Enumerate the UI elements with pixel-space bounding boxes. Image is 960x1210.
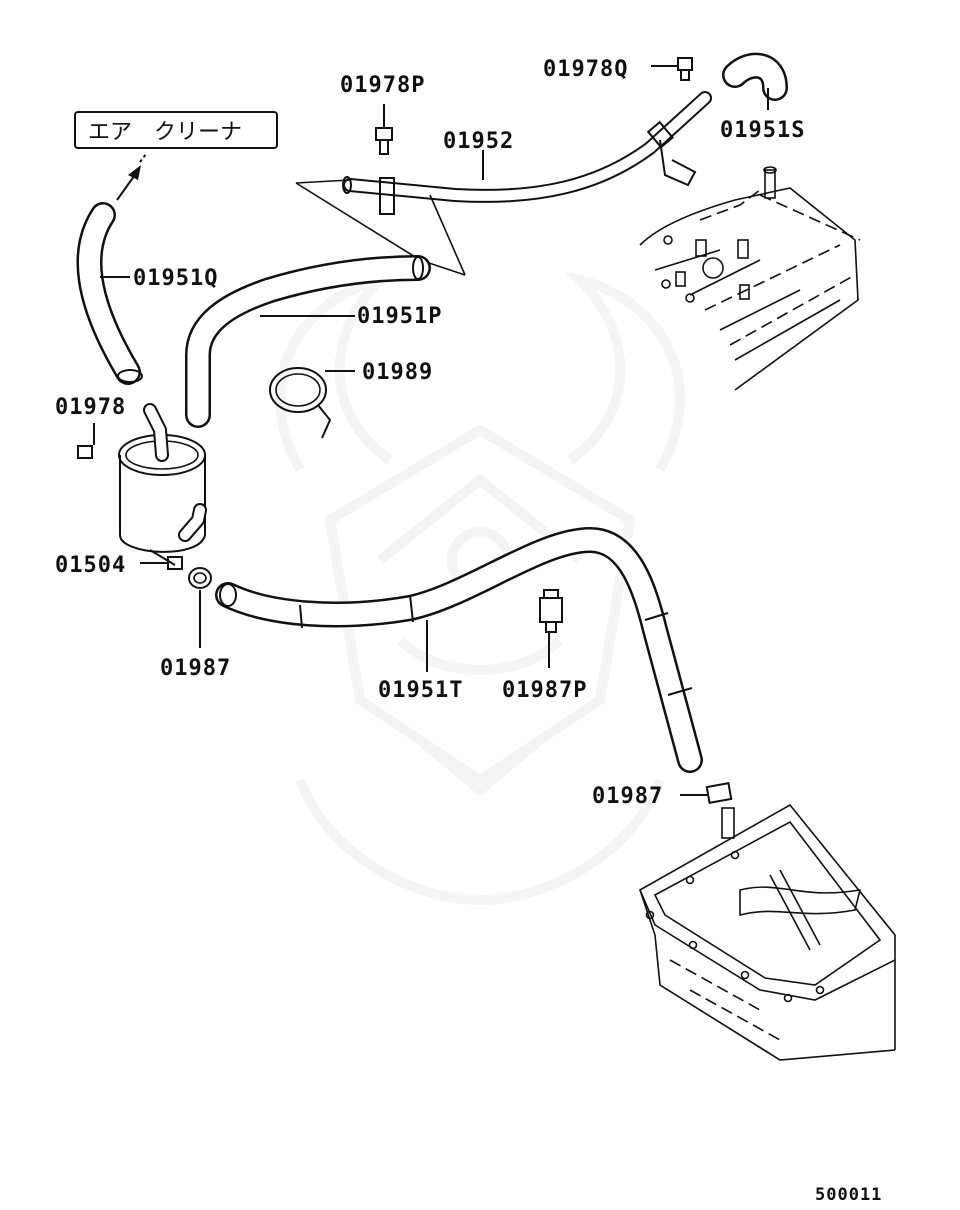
bolt-01978P: [375, 104, 393, 155]
air-cleaner-label: エア クリーナ: [74, 111, 278, 149]
callout-01987-right: 01987: [592, 784, 663, 809]
callout-01951T: 01951T: [378, 678, 463, 703]
air-cleaner-arrow: [116, 153, 147, 201]
samurai-mask-watermark: [275, 270, 685, 906]
callout-01951Q: 01951Q: [133, 266, 218, 291]
callout-01952: 01952: [443, 129, 514, 154]
hose-01951Q: [76, 202, 143, 385]
hose-elbow-01951S: [722, 52, 788, 101]
callout-01987P: 01987P: [502, 678, 587, 703]
callout-01951P: 01951P: [357, 304, 442, 329]
callout-01978P: 01978P: [340, 73, 425, 98]
hose-01951P: [185, 255, 431, 428]
svg-text:エア クリーナ: エア クリーナ: [88, 120, 242, 145]
bolt-01978Q: [651, 57, 693, 81]
fitting-01504: [140, 556, 183, 570]
callout-01951S: 01951S: [720, 118, 805, 143]
hose-01951T: [215, 527, 703, 773]
separator-canister: [118, 403, 207, 566]
oil-pan: [638, 803, 896, 1061]
leader-lines: [100, 88, 769, 672]
breather-pipe-01952: [342, 91, 712, 215]
cylinder-head-cover: [639, 166, 861, 391]
callout-01504: 01504: [55, 553, 126, 578]
grommet-01987-right: [680, 782, 733, 804]
callout-01987-left: 01987: [160, 656, 231, 681]
callout-01978: 01978: [55, 395, 126, 420]
callout-01989: 01989: [362, 360, 433, 385]
bolt-01978: [77, 423, 95, 459]
callout-01978Q: 01978Q: [543, 57, 628, 82]
valve-01987P: [539, 589, 563, 668]
clamp-01989: [269, 367, 332, 439]
grommet-01987-left: [188, 567, 212, 648]
diagram-code: 500011: [815, 1185, 882, 1205]
